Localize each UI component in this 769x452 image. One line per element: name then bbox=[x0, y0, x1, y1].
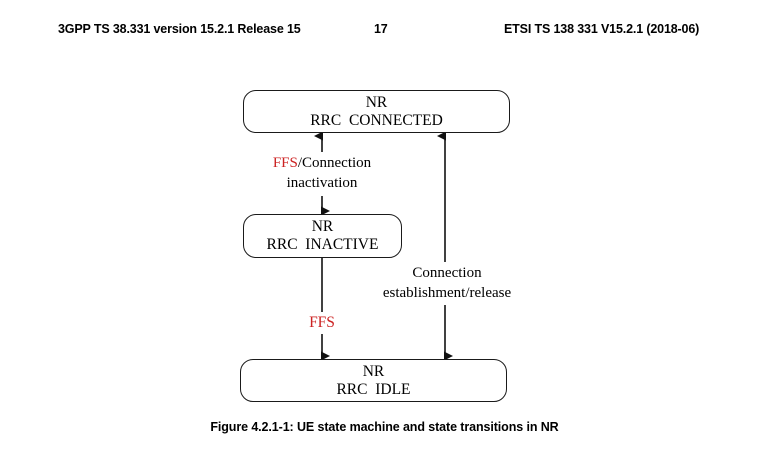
transition-label-rest: /Connection bbox=[297, 155, 372, 171]
state-label-line2: RRC INACTIVE bbox=[266, 236, 379, 253]
state-label-line1: NR bbox=[362, 362, 385, 380]
transition-label-line1: FFS/Connection bbox=[248, 154, 396, 174]
state-box-rrc-idle[interactable]: NR RRC IDLE bbox=[240, 359, 507, 402]
header-spec-reference: 3GPP TS 38.331 version 15.2.1 Release 15 bbox=[58, 22, 301, 36]
state-label-line1: NR bbox=[365, 93, 388, 111]
state-box-rrc-connected[interactable]: NR RRC CONNECTED bbox=[243, 90, 510, 133]
transition-label-connection-establishment-release: Connection establishment/release bbox=[364, 263, 530, 304]
state-box-rrc-inactive[interactable]: NR RRC INACTIVE bbox=[243, 214, 402, 258]
ffs-tag: FFS bbox=[272, 155, 298, 171]
header-etsi-reference: ETSI TS 138 331 V15.2.1 (2018-06) bbox=[504, 22, 700, 36]
header-page-number: 17 bbox=[374, 22, 388, 36]
state-label-line1: NR bbox=[311, 218, 334, 236]
page-header: 3GPP TS 38.331 version 15.2.1 Release 15… bbox=[0, 22, 769, 40]
transition-label-line2: inactivation bbox=[286, 174, 358, 191]
transition-label-line1: Connection bbox=[412, 265, 482, 281]
figure-caption: Figure 4.2.1-1: UE state machine and sta… bbox=[210, 420, 559, 434]
transition-label-ffs: FFS bbox=[294, 313, 350, 334]
transition-label-line2: establishment/release bbox=[382, 284, 512, 301]
state-label-line2: RRC IDLE bbox=[336, 380, 411, 398]
state-label-line2: RRC CONNECTED bbox=[310, 111, 443, 129]
transition-label-connection-inactivation: FFS/Connection inactivation bbox=[248, 154, 396, 193]
